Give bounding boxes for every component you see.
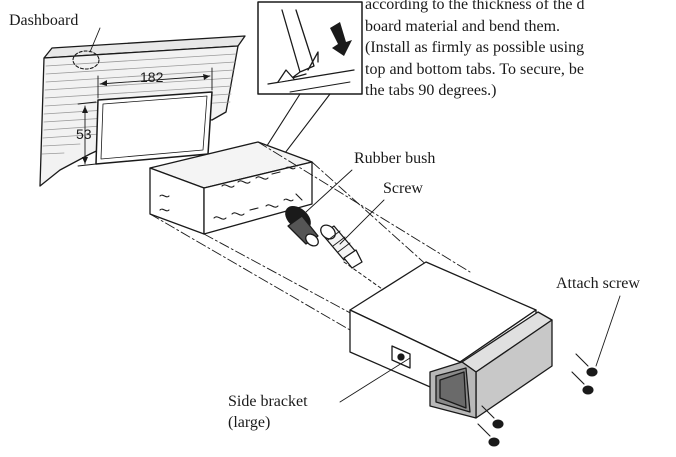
instruction-line: top and bottom tabs. To secure, be (365, 60, 584, 78)
attach-screw-label: Attach screw (556, 275, 640, 292)
width-dimension-label: 182 (140, 69, 164, 85)
instruction-line: according to the thickness of the d (365, 0, 585, 13)
rubber-bush (285, 169, 353, 247)
instruction-note: according to the thickness of the d boar… (365, 0, 676, 102)
instruction-line: the tabs 90 degrees.) (365, 82, 497, 99)
instruction-line: (Install as firmly as possible using (365, 39, 585, 56)
attach-screw-2 (571, 371, 594, 395)
rubber-bush-label: Rubber bush (354, 150, 436, 167)
attach-screw-4 (477, 423, 500, 447)
screw-label: Screw (383, 180, 423, 197)
side-bracket-sublabel: (large) (228, 414, 271, 431)
dashboard-label: Dashboard (9, 12, 79, 29)
screw-part (320, 199, 385, 269)
dashboard-panel (39, 27, 246, 187)
mounting-sleeve (149, 141, 313, 235)
side-bracket-label: Side bracket (228, 393, 308, 410)
attach-screws (477, 295, 621, 447)
height-dimension-label: 53 (76, 126, 92, 142)
attach-screw-1 (575, 353, 598, 377)
side-bracket-leader (339, 357, 411, 403)
tab-bend-detail (225, 1, 363, 213)
attach-screw-3 (481, 405, 504, 429)
head-unit (349, 261, 553, 419)
guide-lines (149, 141, 471, 357)
instruction-line: board material and bend them. (365, 17, 561, 35)
